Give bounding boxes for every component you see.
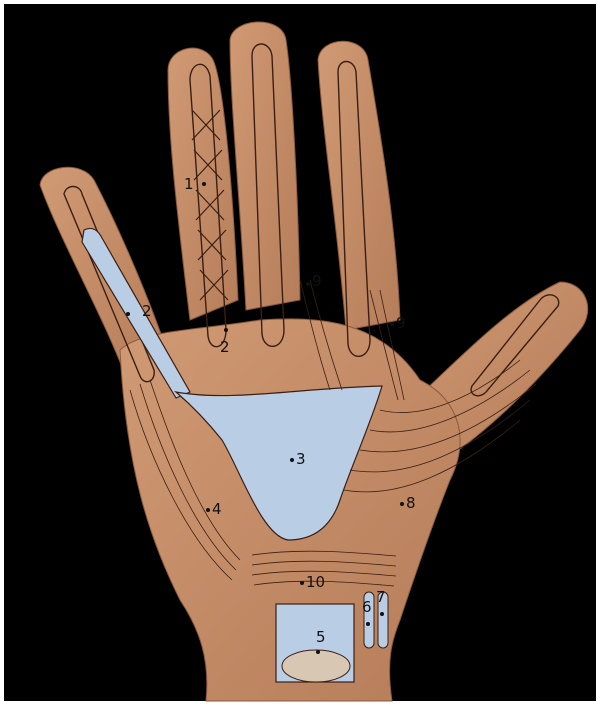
label-1: 1: [184, 175, 194, 193]
label-9-middle: 9: [312, 272, 322, 290]
label-7: 7: [376, 588, 386, 606]
label-3: 3: [296, 450, 306, 468]
label-10: 10: [306, 573, 325, 591]
label-9-ring: 9: [396, 314, 406, 332]
tendon-cross-section: [282, 650, 350, 682]
label-4: 4: [212, 500, 222, 518]
label-5: 5: [316, 628, 326, 646]
label-8: 8: [406, 494, 416, 512]
label-2-index: 2: [220, 338, 230, 356]
label-2-little-finger: 2: [142, 302, 152, 320]
label-6: 6: [362, 598, 372, 616]
